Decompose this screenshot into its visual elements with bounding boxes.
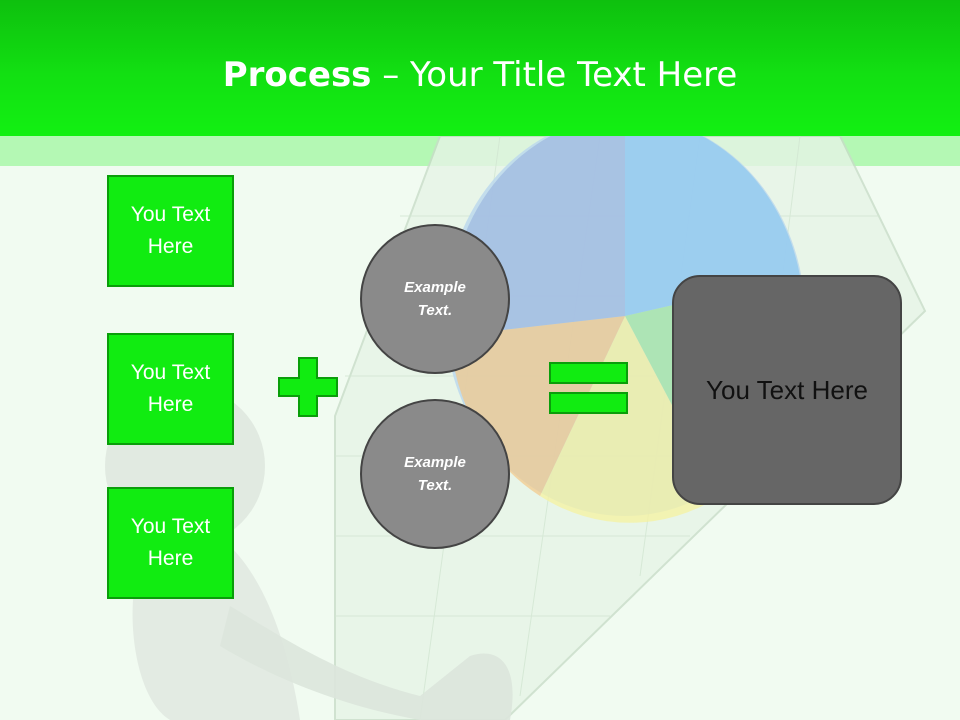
input-box-2-text: You Text Here xyxy=(130,361,211,416)
title-rest: – Your Title Text Here xyxy=(371,55,738,95)
title-bold: Process xyxy=(222,55,372,95)
equals-icon xyxy=(549,362,628,414)
header-bar xyxy=(0,0,960,136)
input-box-3-text: You Text Here xyxy=(130,515,211,570)
input-box-1-text: You Text Here xyxy=(130,203,211,258)
input-box-2[interactable]: You Text Here xyxy=(107,333,234,445)
result-box[interactable]: You Text Here xyxy=(672,275,902,505)
slide-title: Process – Your Title Text Here xyxy=(0,52,960,98)
operand-1-text: Example Text. xyxy=(404,279,466,319)
operand-circle-1[interactable]: Example Text. xyxy=(360,224,510,374)
operand-circle-2[interactable]: Example Text. xyxy=(360,399,510,549)
input-box-1[interactable]: You Text Here xyxy=(107,175,234,287)
input-box-3[interactable]: You Text Here xyxy=(107,487,234,599)
plus-icon xyxy=(277,356,339,418)
operand-2-text: Example Text. xyxy=(404,454,466,494)
result-text: You Text Here xyxy=(706,374,868,405)
